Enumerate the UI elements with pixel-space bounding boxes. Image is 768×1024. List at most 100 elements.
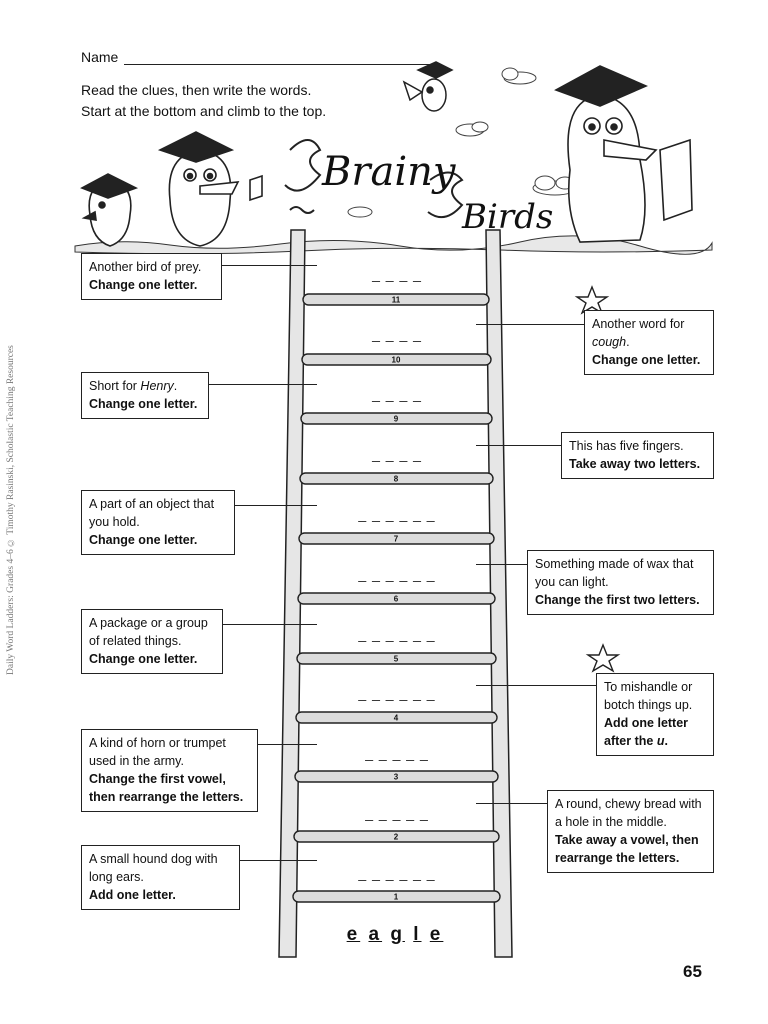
- clue-instruction-2: Take away a vowel, then rearrange the le…: [555, 833, 699, 865]
- answer-blanks-4[interactable]: _ _ _ _ _ _: [358, 685, 436, 701]
- answer-blanks-9[interactable]: _ _ _ _: [372, 386, 422, 402]
- ladder-rungs: [292, 293, 501, 903]
- rung-2: [293, 830, 500, 843]
- clue-instruction-4-after: .: [664, 734, 668, 748]
- clue-box-8: This has five fingers. Take away two let…: [561, 432, 714, 479]
- clue-text-4: To mishandle or botch things up.: [604, 680, 693, 712]
- clue-instruction-11: Change one letter.: [89, 278, 198, 292]
- clue-text-10-after: .: [626, 335, 630, 349]
- connector-11: [221, 265, 317, 266]
- rung-7: [298, 532, 495, 545]
- start-word-letter: e: [429, 924, 444, 945]
- rung-number-1: 1: [393, 892, 399, 902]
- banner-ground: [74, 235, 713, 255]
- rung-number-4: 4: [393, 713, 399, 723]
- bird-middle-icon: [157, 131, 263, 247]
- connector-6: [476, 564, 527, 565]
- answer-blanks-2[interactable]: _ _ _ _ _: [365, 805, 429, 821]
- rung-4: [295, 711, 498, 724]
- clue-instruction-4-before: Add one letter after the: [604, 716, 689, 748]
- rung-1: [292, 890, 501, 903]
- answer-blanks-5[interactable]: _ _ _ _ _ _: [358, 626, 436, 642]
- clue-text-10-before: Another word for: [592, 317, 685, 331]
- clue-text-5: A package or a group of related things.: [89, 616, 208, 648]
- connector-10: [476, 324, 584, 325]
- clue-text-10-italic: cough: [592, 335, 627, 349]
- rung-number-11: 11: [391, 295, 401, 305]
- rung-10: [301, 353, 492, 366]
- bird-left-icon: [80, 173, 139, 247]
- answer-blanks-10[interactable]: _ _ _ _: [372, 326, 422, 342]
- rung-8: [299, 472, 494, 485]
- clue-box-11: Another bird of prey. Change one letter.: [81, 253, 222, 300]
- answer-blanks-1[interactable]: _ _ _ _ _ _: [358, 865, 436, 881]
- name-label: Name: [81, 49, 119, 65]
- clue-instruction-7: Change one letter.: [89, 533, 198, 547]
- connector-9: [208, 384, 317, 385]
- clue-box-9: Short for Henry. Change one letter.: [81, 372, 209, 419]
- answer-blanks-6[interactable]: _ _ _ _ _ _: [358, 566, 436, 582]
- clue-box-5: A package or a group of related things. …: [81, 609, 223, 674]
- instruction-line-2: Start at the bottom and climb to the top…: [81, 103, 327, 119]
- clue-box-2: A round, chewy bread with a hole in the …: [547, 790, 714, 873]
- start-word-letter: g: [390, 924, 405, 945]
- clue-box-1: A small hound dog with long ears. Add on…: [81, 845, 240, 910]
- flying-bird-icon: [402, 61, 454, 112]
- rung-number-3: 3: [393, 772, 399, 782]
- rung-number-7: 7: [393, 534, 399, 544]
- clue-text-3: A kind of horn or trumpet used in the ar…: [89, 736, 226, 768]
- clue-text-8: This has five fingers.: [569, 439, 684, 453]
- rung-number-9: 9: [393, 414, 399, 424]
- clue-text-11: Another bird of prey.: [89, 260, 202, 274]
- ladder-rails: [278, 229, 513, 958]
- start-word-letter: l: [413, 924, 422, 945]
- side-credit: Daily Word Ladders: Grades 4–6 © Timothy…: [6, 345, 16, 675]
- title-word-birds: Birds: [461, 197, 553, 237]
- instruction-line-1: Read the clues, then write the words.: [81, 82, 312, 98]
- answer-blanks-11[interactable]: _ _ _ _: [372, 266, 422, 282]
- clue-instruction-4-italic: u: [656, 734, 665, 748]
- title-word-brainy: Brainy: [321, 149, 457, 195]
- clue-box-3: A kind of horn or trumpet used in the ar…: [81, 729, 258, 812]
- answer-blanks-8[interactable]: _ _ _ _: [372, 446, 422, 462]
- bird-right-icon: [554, 65, 693, 243]
- clue-instruction-3: Change the first vowel, then rearrange t…: [89, 772, 244, 804]
- answer-blanks-7[interactable]: _ _ _ _ _ _: [358, 506, 436, 522]
- clue-text-9-after: .: [173, 379, 178, 393]
- clue-text-6: Something made of wax that you can light…: [535, 557, 694, 589]
- clue-instruction-1: Add one letter.: [89, 888, 176, 902]
- clue-box-10: Another word for cough. Change one lette…: [584, 310, 714, 375]
- connector-1: [239, 860, 317, 861]
- rung-number-8: 8: [393, 474, 399, 484]
- start-word-letter: a: [368, 924, 383, 945]
- connector-8: [476, 445, 561, 446]
- title-lettering: [284, 139, 464, 219]
- clue-text-9-italic: Henry: [140, 379, 174, 393]
- connector-7: [234, 505, 317, 506]
- rung-number-2: 2: [393, 832, 399, 842]
- answer-blanks-3[interactable]: _ _ _ _ _: [365, 745, 429, 761]
- clue-text-2: A round, chewy bread with a hole in the …: [555, 797, 702, 829]
- connector-2: [476, 803, 547, 804]
- rung-number-5: 5: [393, 654, 399, 664]
- clue-instruction-5: Change one letter.: [89, 652, 198, 666]
- rung-5: [296, 652, 497, 665]
- rung-11: [302, 293, 490, 306]
- clue-instruction-8: Take away two letters.: [569, 457, 701, 471]
- rung-number-10: 10: [391, 355, 401, 365]
- clue-box-6: Something made of wax that you can light…: [527, 550, 714, 615]
- rung-6: [297, 592, 496, 605]
- name-field-line[interactable]: [124, 64, 440, 65]
- rung-9: [300, 412, 493, 425]
- rung-3: [294, 770, 499, 783]
- connector-3: [257, 744, 317, 745]
- clue-instruction-4: Add one letter after the u.: [604, 714, 706, 750]
- clue-instruction-10: Change one letter.: [592, 353, 701, 367]
- clue-box-7: A part of an object that you hold. Chang…: [81, 490, 235, 555]
- clue-instruction-6: Change the first two letters.: [535, 593, 700, 607]
- connector-4: [476, 685, 596, 686]
- star-icon: [574, 285, 621, 673]
- clue-instruction-9: Change one letter.: [89, 397, 198, 411]
- rung-number-6: 6: [393, 594, 399, 604]
